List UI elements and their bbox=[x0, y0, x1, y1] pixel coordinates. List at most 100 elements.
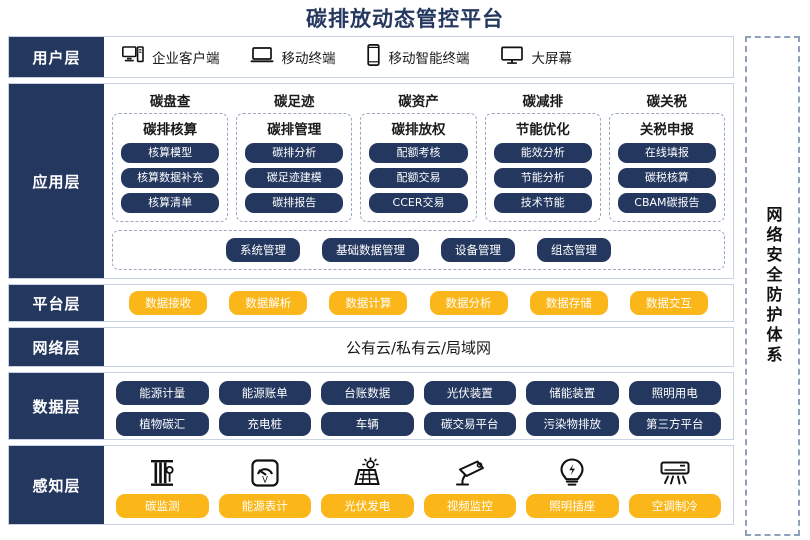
sense-row: 碳监测 V 能源表计 光伏发电 bbox=[116, 452, 721, 518]
lightbulb-icon bbox=[559, 452, 585, 494]
monitor-icon bbox=[500, 46, 524, 69]
data-item[interactable]: 光伏装置 bbox=[423, 381, 516, 405]
svg-text:V: V bbox=[262, 476, 268, 486]
data-row: 能源计量 能源账单 台账数据 光伏装置 储能装置 照明用电 bbox=[116, 381, 721, 405]
desktop-tower-icon bbox=[122, 46, 144, 68]
app-item[interactable]: CBAM碳报告 bbox=[617, 193, 717, 214]
app-item[interactable]: 节能分析 bbox=[493, 168, 592, 189]
data-item[interactable]: 植物碳汇 bbox=[116, 412, 209, 436]
app-group-subtitle: 碳排放权 bbox=[391, 122, 446, 138]
app-group-subtitle: 碳排管理 bbox=[267, 122, 322, 138]
data-item[interactable]: 储能装置 bbox=[526, 381, 619, 405]
app-item[interactable]: 技术节能 bbox=[493, 193, 592, 214]
data-item[interactable]: 第三方平台 bbox=[628, 412, 721, 436]
data-item[interactable]: 台账数据 bbox=[321, 381, 414, 405]
sense-item-label: 光伏发电 bbox=[321, 494, 414, 518]
app-group-carbon-reduction: 碳减排 节能优化 能效分析 节能分析 技术节能 bbox=[484, 90, 601, 223]
data-item[interactable]: 充电桩 bbox=[218, 412, 311, 436]
page-title: 碳排放动态管控平台 bbox=[306, 7, 504, 31]
app-group-title: 碳减排 bbox=[522, 94, 563, 110]
data-item[interactable]: 污染物排放 bbox=[526, 412, 619, 436]
platform-item[interactable]: 数据计算 bbox=[329, 291, 408, 315]
layer-platform-body: 数据接收 数据解析 数据计算 数据分析 数据存储 数据交互 bbox=[104, 285, 733, 321]
app-item[interactable]: 能效分析 bbox=[493, 143, 592, 164]
smartphone-icon bbox=[366, 44, 381, 70]
layer-user: 用户层 企业客户端 移动终端 bbox=[8, 36, 734, 78]
layer-data: 数据层 能源计量 能源账单 台账数据 光伏装置 储能装置 照明用电 植物碳汇 充… bbox=[8, 372, 734, 440]
user-item-label: 大屏幕 bbox=[531, 51, 573, 67]
platform-item[interactable]: 数据解析 bbox=[229, 291, 308, 315]
application-groups: 碳盘查 碳排核算 核算模型 核算数据补充 核算清单 碳足迹 碳排管理 碳排分析 bbox=[112, 90, 726, 223]
sense-item-label: 能源表计 bbox=[218, 494, 311, 518]
data-item[interactable]: 能源计量 bbox=[116, 381, 209, 405]
user-item-label: 移动智能终端 bbox=[388, 51, 470, 67]
sense-item-lighting-socket[interactable]: 照明插座 bbox=[526, 452, 619, 518]
app-group-title: 碳关税 bbox=[646, 94, 688, 110]
laptop-icon bbox=[250, 46, 274, 68]
layer-data-label: 数据层 bbox=[9, 373, 104, 439]
platform-item[interactable]: 数据接收 bbox=[129, 291, 208, 315]
common-service-item[interactable]: 基础数据管理 bbox=[322, 238, 419, 263]
layer-application-body: 碳盘查 碳排核算 核算模型 核算数据补充 核算清单 碳足迹 碳排管理 碳排分析 bbox=[104, 84, 733, 278]
common-service-item[interactable]: 系统管理 bbox=[226, 238, 300, 263]
layer-stack: 用户层 企业客户端 移动终端 bbox=[8, 36, 734, 536]
layer-user-body: 企业客户端 移动终端 移动智能终端 bbox=[104, 37, 733, 77]
platform-item[interactable]: 数据分析 bbox=[429, 291, 508, 315]
app-group-title: 碳足迹 bbox=[274, 94, 315, 110]
layer-application-label: 应用层 bbox=[9, 84, 104, 278]
app-item[interactable]: 核算模型 bbox=[121, 143, 220, 164]
sense-item-energy-meter[interactable]: V 能源表计 bbox=[218, 452, 311, 518]
layer-platform-label: 平台层 bbox=[9, 285, 104, 321]
data-item[interactable]: 车辆 bbox=[321, 412, 414, 436]
app-item[interactable]: 碳排报告 bbox=[245, 193, 344, 214]
app-item[interactable]: 配额考核 bbox=[369, 143, 468, 164]
layer-sense-body: 碳监测 V 能源表计 光伏发电 bbox=[104, 446, 733, 524]
app-item[interactable]: CCER交易 bbox=[369, 193, 468, 214]
app-group-carbon-footprint: 碳足迹 碳排管理 碳排分析 碳足迹建模 碳排报告 bbox=[236, 90, 353, 223]
app-group-box: 碳排管理 碳排分析 碳足迹建模 碳排报告 bbox=[236, 113, 353, 223]
platform-item[interactable]: 数据交互 bbox=[629, 291, 708, 315]
platform-item[interactable]: 数据存储 bbox=[529, 291, 608, 315]
user-item-smart-mobile-terminal[interactable]: 移动智能终端 bbox=[366, 44, 470, 70]
sense-item-air-conditioning[interactable]: 空调制冷 bbox=[628, 452, 721, 518]
app-item[interactable]: 碳税核算 bbox=[617, 168, 717, 189]
cctv-camera-icon bbox=[453, 452, 487, 494]
user-item-label: 移动终端 bbox=[281, 51, 336, 67]
app-item[interactable]: 碳排分析 bbox=[245, 143, 344, 164]
app-group-box: 碳排核算 核算模型 核算数据补充 核算清单 bbox=[112, 113, 229, 223]
air-conditioner-icon bbox=[658, 452, 692, 494]
user-item-mobile-terminal[interactable]: 移动终端 bbox=[250, 46, 336, 68]
security-band-label: 网络安全防护体系 bbox=[763, 206, 783, 366]
layer-network-body: 公有云/私有云/局域网 bbox=[104, 328, 733, 366]
sense-item-label: 照明插座 bbox=[526, 494, 619, 518]
sense-item-video-surveillance[interactable]: 视频监控 bbox=[423, 452, 516, 518]
user-item-label: 企业客户端 bbox=[152, 51, 220, 67]
app-group-box: 碳排放权 配额考核 配额交易 CCER交易 bbox=[360, 113, 477, 223]
application-common-services: 系统管理 基础数据管理 设备管理 组态管理 bbox=[112, 230, 725, 271]
layer-sense: 感知层 碳监测 V 能源表计 bbox=[8, 445, 734, 525]
solar-panel-icon bbox=[350, 452, 384, 494]
security-band: 网络安全防护体系 bbox=[745, 36, 800, 536]
network-text: 公有云/私有云/局域网 bbox=[345, 338, 492, 357]
app-group-box: 节能优化 能效分析 节能分析 技术节能 bbox=[484, 113, 601, 223]
app-item[interactable]: 配额交易 bbox=[369, 168, 468, 189]
data-item[interactable]: 照明用电 bbox=[628, 381, 721, 405]
sense-item-carbon-monitoring[interactable]: 碳监测 bbox=[116, 452, 209, 518]
data-item[interactable]: 碳交易平台 bbox=[423, 412, 516, 436]
app-item[interactable]: 碳足迹建模 bbox=[245, 168, 344, 189]
app-item[interactable]: 在线填报 bbox=[617, 143, 717, 164]
common-service-item[interactable]: 设备管理 bbox=[441, 238, 515, 263]
carbon-sensor-icon bbox=[147, 452, 177, 494]
common-service-item[interactable]: 组态管理 bbox=[537, 238, 611, 263]
app-group-title: 碳资产 bbox=[398, 94, 439, 110]
app-item[interactable]: 核算数据补充 bbox=[121, 168, 220, 189]
user-item-enterprise-client[interactable]: 企业客户端 bbox=[122, 46, 220, 68]
energy-meter-icon: V bbox=[249, 452, 281, 494]
sense-item-pv-generation[interactable]: 光伏发电 bbox=[321, 452, 414, 518]
data-row: 植物碳汇 充电桩 车辆 碳交易平台 污染物排放 第三方平台 bbox=[116, 412, 721, 436]
user-item-large-screen[interactable]: 大屏幕 bbox=[500, 46, 573, 69]
data-item[interactable]: 能源账单 bbox=[218, 381, 311, 405]
app-group-subtitle: 关税申报 bbox=[639, 122, 694, 138]
app-item[interactable]: 核算清单 bbox=[121, 193, 220, 214]
